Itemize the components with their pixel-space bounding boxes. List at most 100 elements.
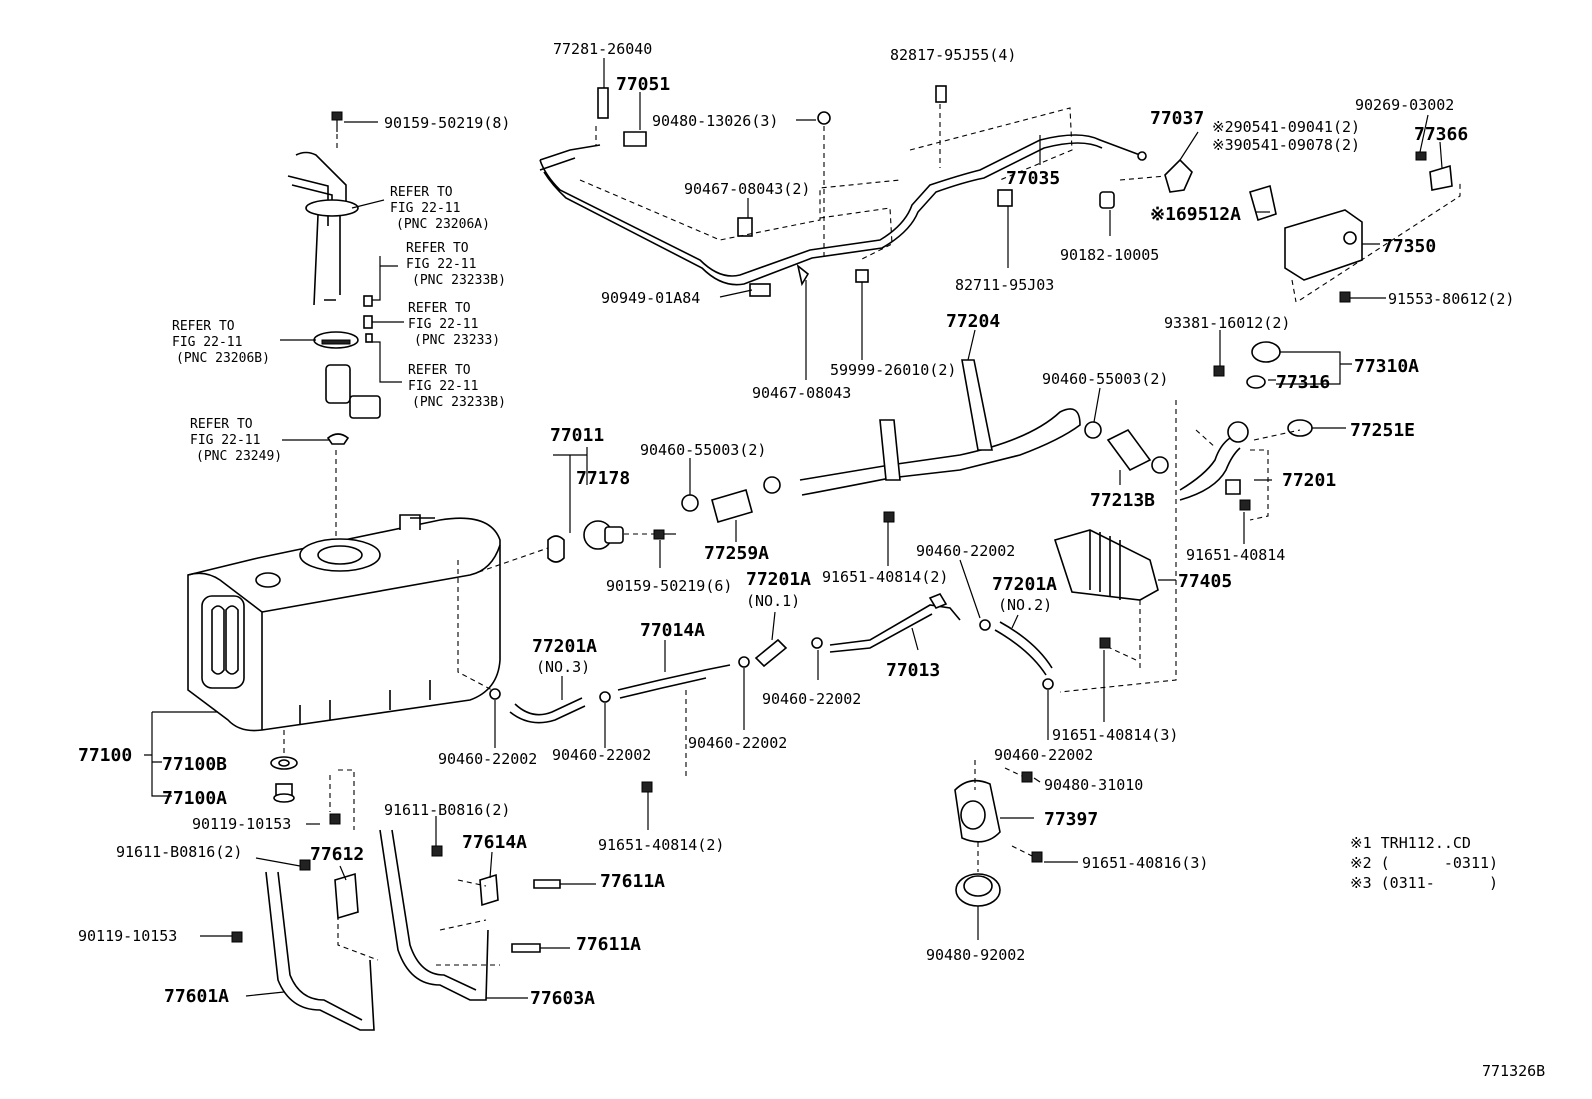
cover-77366 [1429, 164, 1453, 191]
label-77259A: 77259A [704, 543, 769, 564]
filler-cap-77011 [547, 535, 565, 563]
label-90269-03002: 90269-03002 [1355, 96, 1454, 114]
fuel-cap-77310A [1246, 341, 1281, 389]
svg-text:FIG 22-11: FIG 22-11 [408, 379, 478, 394]
drain-plug [273, 783, 295, 803]
label-77281-26040: 77281-26040 [553, 40, 652, 58]
svg-text:REFER TO: REFER TO [408, 363, 471, 378]
label-90159-50219-8: 90159-50219(8) [384, 114, 510, 132]
label-90480-13026: 90480-13026(3) [652, 112, 778, 130]
svg-text:REFER TO: REFER TO [190, 417, 253, 432]
screw-90159 [653, 529, 676, 540]
label-77014A: 77014A [640, 620, 705, 641]
label-90460-22002-f: 90460-22002 [994, 746, 1093, 764]
label-91651-40814-2b: 91651-40814(2) [598, 836, 724, 854]
label-77603A: 77603A [530, 988, 595, 1009]
label-77310A: 77310A [1354, 356, 1419, 377]
label-77601A: 77601A [164, 986, 229, 1007]
label-77397: 77397 [1044, 809, 1098, 830]
label-77201A-no2: 77201A [992, 574, 1057, 595]
label-77405: 77405 [1178, 571, 1232, 592]
label-91553-80612: 91553-80612(2) [1388, 290, 1514, 308]
label-no1: (NO.1) [746, 592, 800, 610]
vent-tube-77014A [617, 664, 731, 699]
dashed-assembly-lines [283, 104, 1461, 966]
label-77204: 77204 [946, 311, 1000, 332]
svg-text:REFER TO: REFER TO [406, 241, 469, 256]
label-77614A: 77614A [462, 832, 527, 853]
filler-gasket-77178 [583, 520, 624, 550]
fuel-pump [325, 364, 381, 419]
label-77213B: 77213B [1090, 490, 1155, 511]
label-77366: 77366 [1414, 124, 1468, 145]
pins-77611A [511, 879, 561, 953]
label-90460-55003-b: 90460-55003(2) [640, 441, 766, 459]
figure-code: 771326B [1482, 1062, 1545, 1080]
label-77316: 77316 [1276, 372, 1330, 393]
label-91611-B0816-a: 91611-B0816(2) [384, 801, 510, 819]
svg-text:FIG 22-11: FIG 22-11 [172, 335, 242, 350]
pump-filter-clip [326, 433, 350, 445]
tank-band-77603A [379, 829, 489, 1001]
label-no2: (NO.2) [998, 596, 1052, 614]
note-1: ※1 TRH112..CD [1350, 834, 1471, 852]
inlet-pipe-77201 [1179, 421, 1249, 501]
svg-text:(PNC 23233B): (PNC 23233B) [412, 273, 506, 288]
label-90480-31010: 90480-31010 [1044, 776, 1143, 794]
label-91651-40814-2: 91651-40814(2) [822, 568, 948, 586]
filler-box-77405 [1053, 529, 1159, 601]
filler-pipe-77204 [799, 359, 1081, 496]
reference-23233B-b: REFER TO FIG 22-11 (PNC 23233B) [408, 363, 506, 410]
label-90460-22002-b: 90460-22002 [762, 690, 861, 708]
label-90460-22002-d: 90460-22002 [552, 746, 651, 764]
nut-90182 [1099, 191, 1115, 209]
label-no3: (NO.3) [536, 658, 590, 676]
reference-23206B: REFER TO FIG 22-11 (PNC 23206B) [172, 319, 270, 366]
label-90159-50219-6: 90159-50219(6) [606, 577, 732, 595]
label-90541-09041: ※290541-09041(2) [1212, 118, 1360, 136]
label-69512A: ※169512A [1150, 204, 1241, 225]
label-90119-10153-a: 90119-10153 [192, 815, 291, 833]
tank-band-77601A [265, 871, 375, 1031]
label-77611A-a: 77611A [600, 871, 665, 892]
label-77013: 77013 [886, 660, 940, 681]
svg-text:(PNC 23206A): (PNC 23206A) [396, 217, 490, 232]
fuel-gauge-sender [287, 151, 359, 306]
label-77035: 77035 [1006, 168, 1060, 189]
line-clips [597, 85, 1013, 297]
fuel-tank [187, 514, 501, 732]
small-grommets [363, 295, 373, 343]
hose-77201A-no2 [994, 621, 1053, 676]
sender-screw-icon [331, 111, 343, 132]
grommet-77251E [1287, 419, 1313, 437]
note-3: ※3 (0311- ) [1350, 874, 1498, 892]
label-77100A: 77100A [162, 788, 227, 809]
bracket-77037 [1164, 158, 1193, 193]
charcoal-canister-77350 [1284, 209, 1363, 281]
applicability-notes: ※1 TRH112..CD ※2 ( -0311) ※3 (0311- ) [1350, 834, 1498, 892]
label-77350: 77350 [1382, 236, 1436, 257]
hose-77213B [1106, 428, 1152, 472]
label-82711-95J03: 82711-95J03 [955, 276, 1054, 294]
label-77178: 77178 [576, 468, 630, 489]
label-90460-22002-a: 90460-22002 [916, 542, 1015, 560]
svg-text:REFER TO: REFER TO [390, 185, 453, 200]
reference-23249: REFER TO FIG 22-11 (PNC 23249) [190, 417, 282, 464]
small-clamps [489, 619, 1054, 703]
label-91651-40816: 91651-40816(3) [1082, 854, 1208, 872]
bracket-69512A [1249, 184, 1277, 222]
label-77612: 77612 [310, 844, 364, 865]
label-77011: 77011 [550, 425, 604, 446]
leader-lines [144, 58, 1443, 999]
label-90182-10005: 90182-10005 [1060, 246, 1159, 264]
label-77051: 77051 [616, 74, 670, 95]
label-77251E: 77251E [1350, 420, 1415, 441]
bolts [231, 151, 1427, 943]
note-2: ※2 ( -0311) [1350, 854, 1498, 872]
label-59999-26010: 59999-26010(2) [830, 361, 956, 379]
pump-bracket [313, 331, 359, 349]
label-77100B: 77100B [162, 754, 227, 775]
label-90467-08043: 90467-08043 [752, 384, 851, 402]
vent-tube-77013 [829, 593, 961, 653]
svg-text:(PNC 23233): (PNC 23233) [414, 333, 500, 348]
